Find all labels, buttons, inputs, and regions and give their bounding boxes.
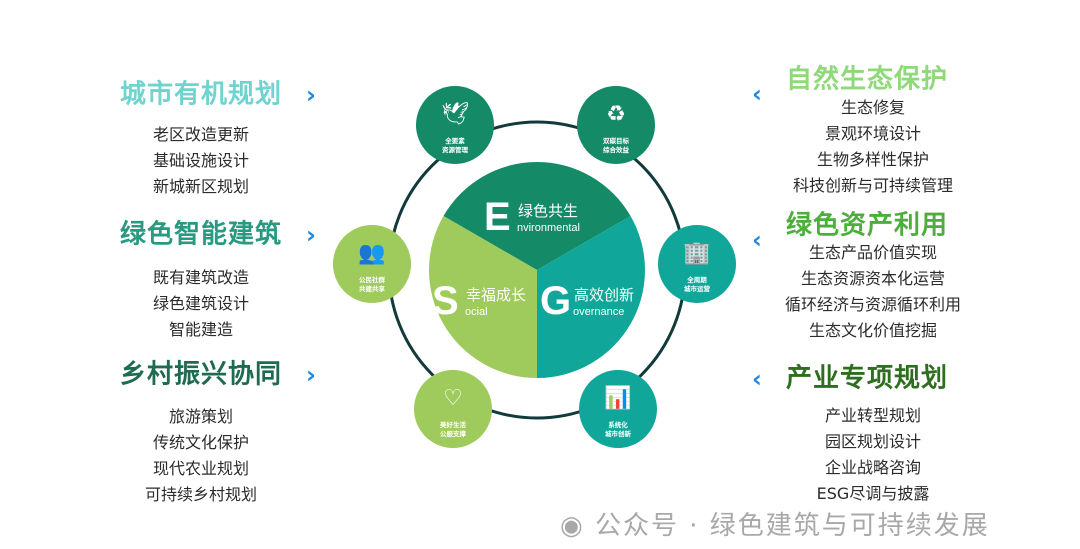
leaf-cycle-icon: ♻ [606, 102, 626, 127]
left-heading: 绿色智能建筑 [119, 219, 283, 250]
watermark-text: 公众号 · 绿色建筑与可持续发展 [594, 511, 990, 541]
right-item: 生物多样性保护 [816, 150, 930, 169]
node-circle [416, 86, 494, 164]
right-item: 景观环境设计 [824, 124, 922, 143]
right-item: 生态文化价值挖掘 [808, 321, 938, 340]
node-circle [658, 225, 736, 303]
left-item: 既有建筑改造 [152, 268, 250, 287]
chevron-left-icon: ‹ [752, 365, 762, 393]
right-heading: 绿色资产利用 [785, 210, 949, 241]
right-heading: 自然生态保护 [785, 64, 949, 95]
pie-sector-s [429, 216, 537, 378]
node-label-2: 资源管理 [442, 145, 469, 154]
people-icon: 👥 [358, 241, 385, 266]
right-item: ESG尽调与披露 [816, 484, 930, 503]
pie-letter: G [540, 279, 571, 323]
buildings-icon: 🏢 [683, 241, 710, 266]
node-circle [579, 370, 657, 448]
left-heading: 乡村振兴协同 [119, 359, 283, 390]
pie-cn-label: 幸福成长 [466, 286, 526, 304]
left-item: 旅游策划 [168, 407, 234, 426]
watermark: ◉ 公众号 · 绿色建筑与可持续发展 [560, 511, 990, 541]
right-item: 企业战略咨询 [824, 458, 922, 477]
node-label-2: 公服支撑 [440, 429, 467, 438]
node-label-1: 美好生活 [440, 420, 467, 429]
chevron-left-icon: ‹ [752, 226, 762, 254]
node-label-2: 城市运营 [684, 284, 711, 293]
left-item: 绿色建筑设计 [152, 294, 250, 313]
pie-sector-g [537, 216, 645, 378]
chevron-left-icon: ‹ [752, 80, 762, 108]
node-circle [333, 225, 411, 303]
chevron-right-icon: › [306, 221, 316, 249]
pie-cn-label: 高效创新 [574, 286, 634, 304]
left-heading: 城市有机规划 [119, 79, 283, 110]
right-item: 园区规划设计 [824, 432, 922, 451]
right-heading: 产业专项规划 [785, 363, 949, 394]
right-item: 生态资源资本化运营 [800, 269, 946, 288]
left-item: 老区改造更新 [152, 125, 250, 144]
pie-letter: S [432, 279, 459, 323]
left-item: 可持续乡村规划 [144, 485, 258, 504]
heart-hand-icon: ♡ [443, 386, 463, 411]
right-item: 生态产品价值实现 [808, 243, 938, 262]
right-item: 产业转型规划 [824, 406, 922, 425]
node-label-1: 双碳目标 [603, 136, 630, 145]
pie-en-label: overnance [573, 306, 624, 318]
left-item: 基础设施设计 [152, 151, 250, 170]
chevron-right-icon: › [306, 361, 316, 389]
node-label-1: 全周期 [686, 275, 707, 284]
node-label-1: 全要素 [444, 136, 465, 145]
node-label-2: 城市创新 [605, 429, 632, 438]
node-label-2: 综合效益 [603, 145, 630, 154]
chevron-right-icon: › [306, 81, 316, 109]
node-label-1: 系统化 [608, 420, 628, 429]
left-item: 传统文化保护 [152, 433, 250, 452]
bird-icon: 🕊 [441, 102, 469, 127]
node-circle [577, 86, 655, 164]
right-item: 循环经济与资源循环利用 [784, 295, 962, 314]
pie-cn-label: 绿色共生 [518, 202, 578, 220]
left-item: 智能建造 [168, 320, 234, 339]
pie-letter: E [484, 195, 511, 239]
node-circle [414, 370, 492, 448]
right-item: 生态修复 [840, 98, 906, 117]
right-item: 科技创新与可持续管理 [792, 176, 954, 195]
pie-en-label: nvironmental [517, 222, 580, 234]
left-item: 新城新区规划 [152, 177, 250, 196]
node-label-2: 共建共享 [359, 284, 386, 293]
pie-en-label: ocial [465, 306, 488, 318]
left-item: 现代农业规划 [152, 459, 250, 478]
city-system-icon: 📊 [604, 385, 631, 411]
node-label-1: 公民社群 [359, 275, 386, 284]
